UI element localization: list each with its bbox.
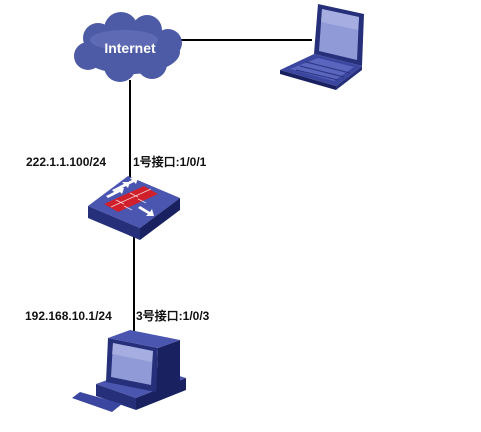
lan-port-label: 3号接口:1/0/3 <box>136 308 210 323</box>
desktop-pc-icon <box>72 330 186 412</box>
cloud-label: Internet <box>104 40 156 56</box>
lan-ip-label: 192.168.10.1/24 <box>25 309 112 323</box>
firewall-icon <box>88 176 180 240</box>
internet-cloud-icon: Internet <box>74 12 182 82</box>
wan-port-label: 1号接口:1/0/1 <box>133 154 207 169</box>
wan-ip-label: 222.1.1.100/24 <box>26 155 106 169</box>
laptop-icon <box>280 4 364 90</box>
